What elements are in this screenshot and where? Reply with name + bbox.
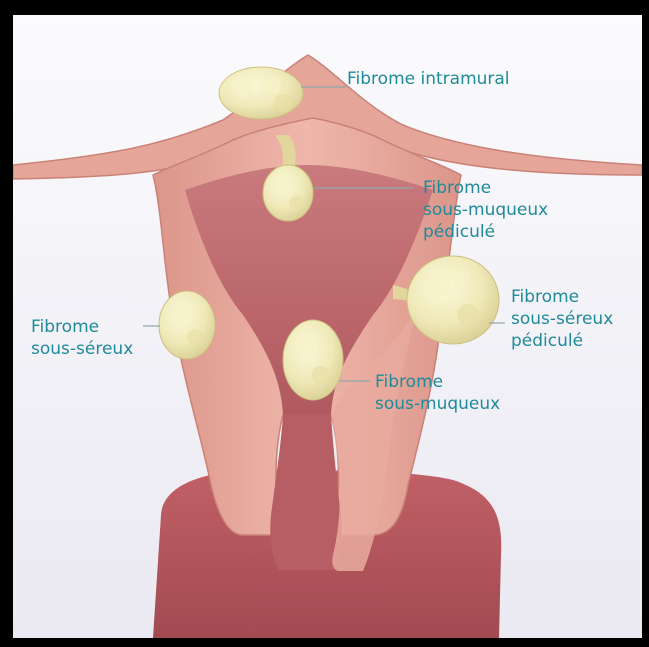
label-line: Fibrome intramural <box>347 68 510 90</box>
label-line: pédiculé <box>511 330 613 352</box>
label-fibrome-sous-sereux-pedicule: Fibrome sous-séreux pédiculé <box>511 286 613 352</box>
label-line: Fibrome <box>375 371 500 393</box>
fibroid-submucosal <box>283 320 343 400</box>
label-fibrome-sous-sereux: Fibrome sous-séreux <box>31 316 133 360</box>
label-line: sous-séreux <box>511 308 613 330</box>
label-fibrome-intramural: Fibrome intramural <box>347 68 510 90</box>
diagram-canvas: Fibrome intramural Fibrome sous-muqueux … <box>13 15 642 638</box>
label-line: sous-muqueux <box>423 199 548 221</box>
cervical-canal <box>270 415 341 570</box>
label-line: Fibrome <box>511 286 613 308</box>
label-line: Fibrome <box>31 316 133 338</box>
label-line: sous-muqueux <box>375 393 500 415</box>
label-line: sous-séreux <box>31 338 133 360</box>
label-line: pédiculé <box>423 221 548 243</box>
label-fibrome-sous-muqueux: Fibrome sous-muqueux <box>375 371 500 415</box>
label-fibrome-sous-muqueux-pedicule: Fibrome sous-muqueux pédiculé <box>423 177 548 243</box>
label-line: Fibrome <box>423 177 548 199</box>
fibroid-subserosal <box>159 291 215 359</box>
fibroid-intramural <box>219 67 303 119</box>
